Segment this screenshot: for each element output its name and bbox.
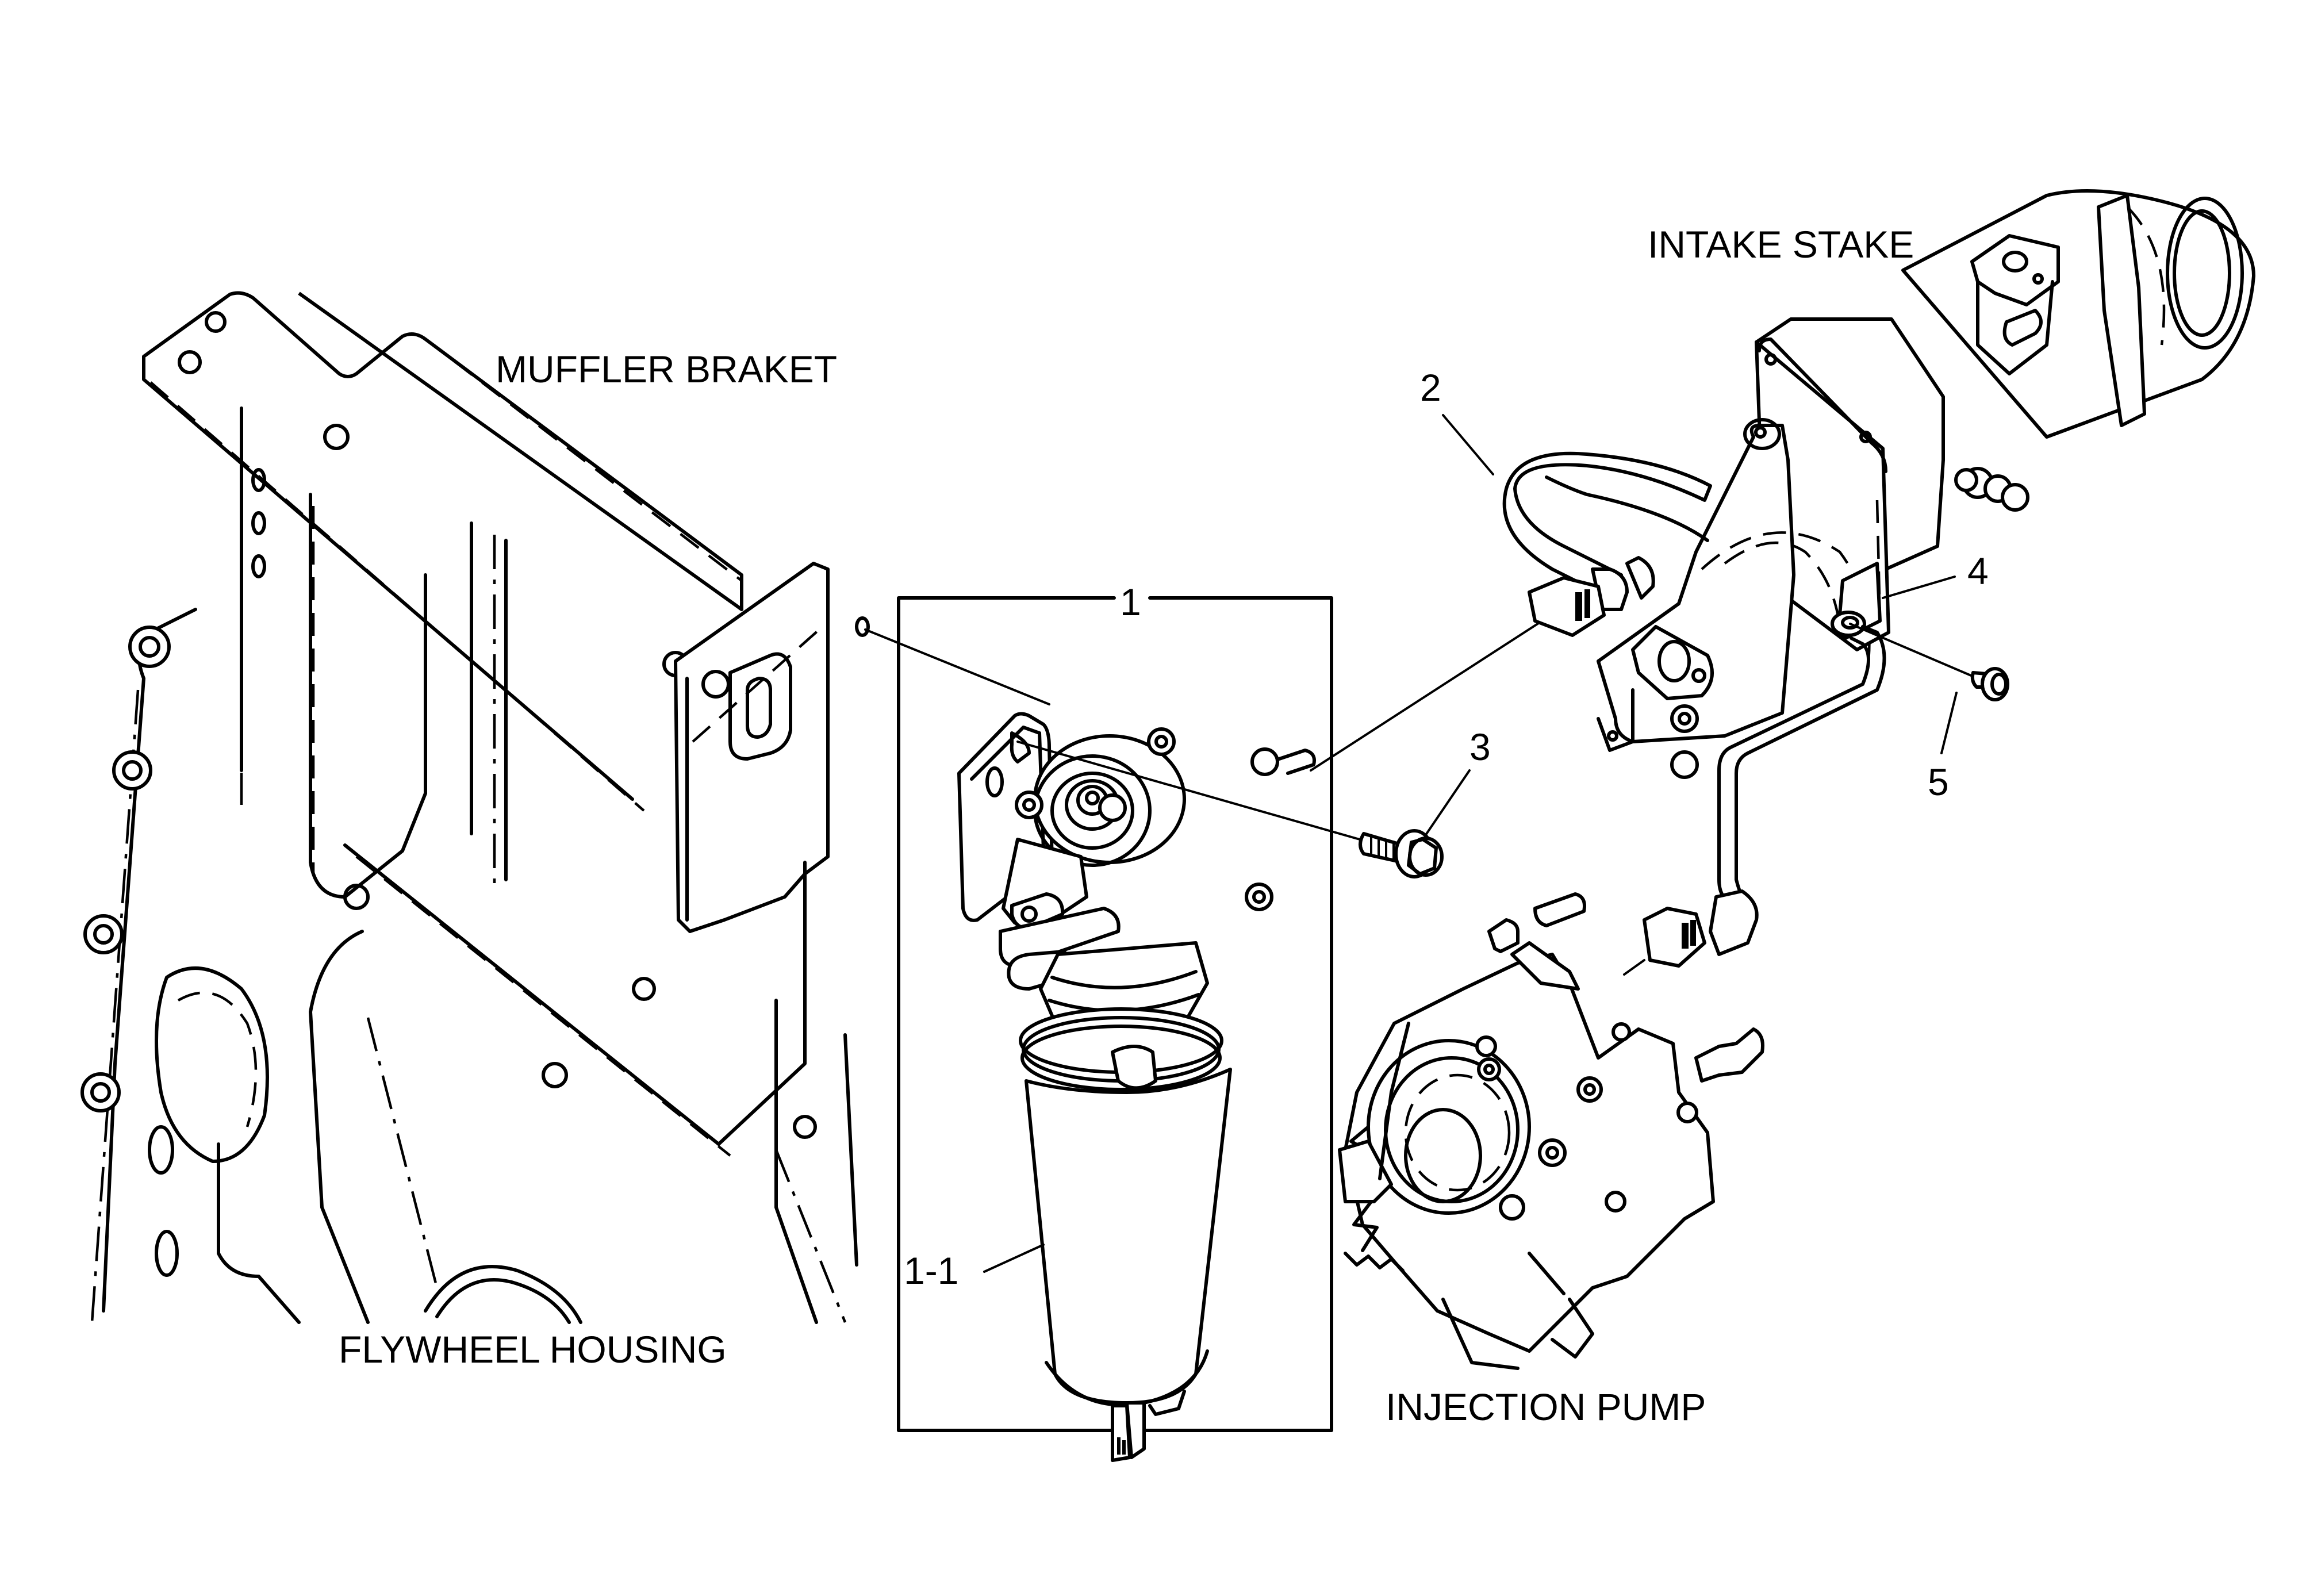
assembly-line-bolt5 <box>1849 623 1979 680</box>
muffler-bracket-drawing <box>80 291 870 1324</box>
leader-4 <box>1882 576 1956 599</box>
bolt-5-drawing <box>1970 667 2009 701</box>
leader-3 <box>1425 769 1471 836</box>
injection-pump-drawing <box>1338 892 1764 1370</box>
assembly-line-filter-to-connector <box>1310 617 1548 772</box>
label-injection-pump: INJECTION PUMP <box>1386 1386 1706 1428</box>
assembly-line-lower-connector <box>1623 959 1645 976</box>
callout-2: 2 <box>1420 366 1441 409</box>
assembly-line-bracket-to-filter <box>864 628 1050 705</box>
callout-1: 1 <box>1120 581 1141 623</box>
label-flywheel-housing: FLYWHEEL HOUSING <box>339 1328 727 1371</box>
bolt-3-drawing <box>1359 829 1444 878</box>
intake-stake-drawing <box>1597 189 2255 779</box>
callout-3: 3 <box>1469 726 1491 768</box>
callout-1-1: 1-1 <box>904 1249 958 1292</box>
leader-1-1 <box>983 1244 1045 1273</box>
callout-5: 5 <box>1928 761 1949 803</box>
label-intake-stake: INTAKE STAKE <box>1648 223 1914 266</box>
assembly-line-filter-to-bolt3 <box>1016 741 1381 846</box>
leader-2 <box>1442 414 1494 475</box>
label-muffler-bracket: MUFFLER BRAKET <box>496 348 837 390</box>
callout-leaders <box>983 414 1958 1273</box>
fuel-filter-drawing <box>957 712 1316 1462</box>
callout-4: 4 <box>1967 550 1989 592</box>
leader-5 <box>1940 692 1958 754</box>
fuel-hose-drawing <box>1502 451 1886 968</box>
